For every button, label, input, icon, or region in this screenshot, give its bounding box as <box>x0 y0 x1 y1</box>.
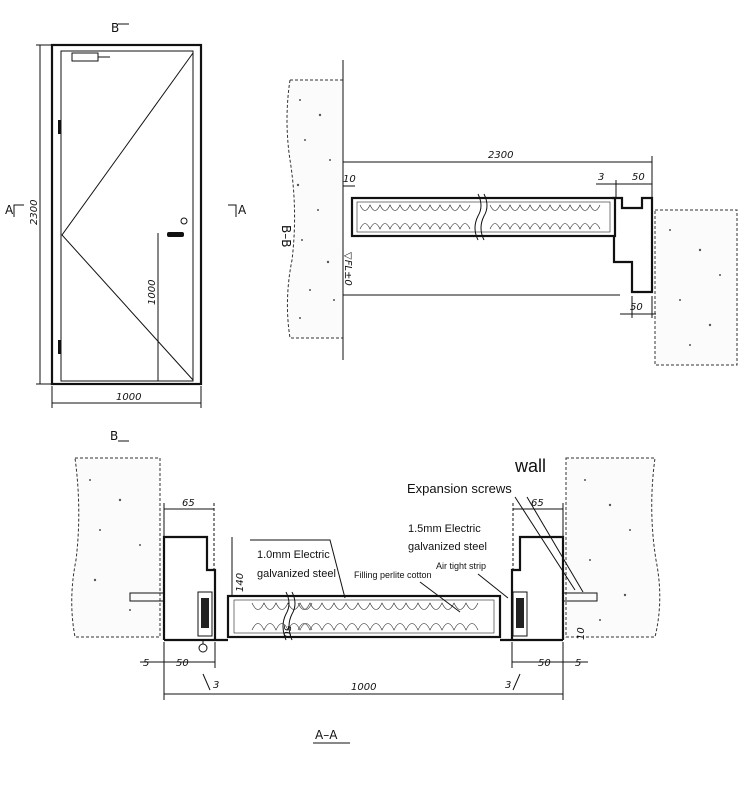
door-leaf <box>60 50 194 382</box>
width-dim: 1000 <box>116 392 141 403</box>
lock-cylinder <box>180 217 188 225</box>
frame-profile-left-aa <box>162 535 217 640</box>
width-dim-bb: 2300 <box>488 150 513 161</box>
section-aa: wall Expansion screws 1.5mm Electric gal… <box>71 456 661 744</box>
hinge-pin <box>198 643 208 653</box>
insulation-pattern-bb-right <box>489 204 601 230</box>
left-gap-dim: 5 <box>143 658 149 669</box>
floor-level-label: ▽FL±0 <box>342 252 353 286</box>
expansion-screws-label: Expansion screws <box>407 481 512 496</box>
left-top-dim: 65 <box>182 498 195 509</box>
side-gap-dim: 10 <box>576 627 587 640</box>
frame-profile-bb <box>612 196 654 294</box>
hinge-top <box>58 120 61 134</box>
top-gap-dim: 10 <box>343 174 356 185</box>
door-leaf-section-aa <box>226 594 502 639</box>
right-frame-dim: 50 <box>538 658 551 669</box>
door-closer <box>71 52 99 62</box>
section-bb: B–B ▽FL±0 2300 10 3 50 50 <box>279 60 738 366</box>
steel-right-label-line2: galvanized steel <box>408 541 487 553</box>
total-width-dim: 1000 <box>351 682 376 693</box>
right-top-dim: 65 <box>531 498 544 509</box>
wall-concrete-right <box>654 209 738 366</box>
insulation-pattern-aa-right <box>297 602 479 631</box>
air-tight-strip-label: Air tight strip <box>436 561 486 571</box>
handle-height-dim: 1000 <box>147 280 158 305</box>
opening-swing-lines <box>61 52 194 381</box>
left-rebate-dim: 3 <box>213 680 219 691</box>
rebate-dim-bb: 3 <box>598 172 604 183</box>
door-leaf-section-bb <box>350 196 617 238</box>
section-mark-left: A <box>5 203 14 217</box>
section-mark-right: A <box>238 203 247 217</box>
hinge-bottom <box>58 340 61 354</box>
insulation-pattern-bb-left <box>359 204 471 230</box>
section-aa-title: A–A <box>315 728 338 742</box>
insulation-pattern-aa-left <box>251 602 313 631</box>
section-mark-top: B <box>111 21 119 35</box>
height-dim: 2300 <box>29 200 40 225</box>
wall-concrete-left <box>286 79 344 339</box>
right-gap-dim: 5 <box>575 658 581 669</box>
steel-right-label-line1: 1.5mm Electric <box>408 523 481 535</box>
leaf-dim: 50 <box>281 625 292 638</box>
wall-label: wall <box>514 456 546 476</box>
steel-left-label-line1: 1.0mm Electric <box>257 549 330 561</box>
right-rebate-dim: 3 <box>505 680 511 691</box>
section-mark-bottom: B <box>110 429 118 443</box>
left-frame-dim: 50 <box>176 658 189 669</box>
door-elevation: 1000 2300 1000 B A A B <box>5 21 247 443</box>
wall-concrete-right-aa <box>565 457 661 638</box>
frame-bottom-dim-bb: 50 <box>630 302 643 313</box>
hinge-detail-left <box>197 591 213 637</box>
wall-concrete-left-aa <box>71 457 161 638</box>
expansion-screw-right <box>562 592 598 602</box>
expansion-screw-left <box>129 592 165 602</box>
hinge-detail-right <box>512 591 528 637</box>
frame-dim-bb: 50 <box>632 172 645 183</box>
door-handle <box>167 232 184 237</box>
steel-left-label-line2: galvanized steel <box>257 568 336 580</box>
frame-profile-right-aa <box>510 535 565 640</box>
filling-label: Filling perlite cotton <box>354 570 432 580</box>
depth-dim: 140 <box>235 573 246 592</box>
door-frame <box>50 43 203 386</box>
section-bb-title: B–B <box>279 225 293 247</box>
